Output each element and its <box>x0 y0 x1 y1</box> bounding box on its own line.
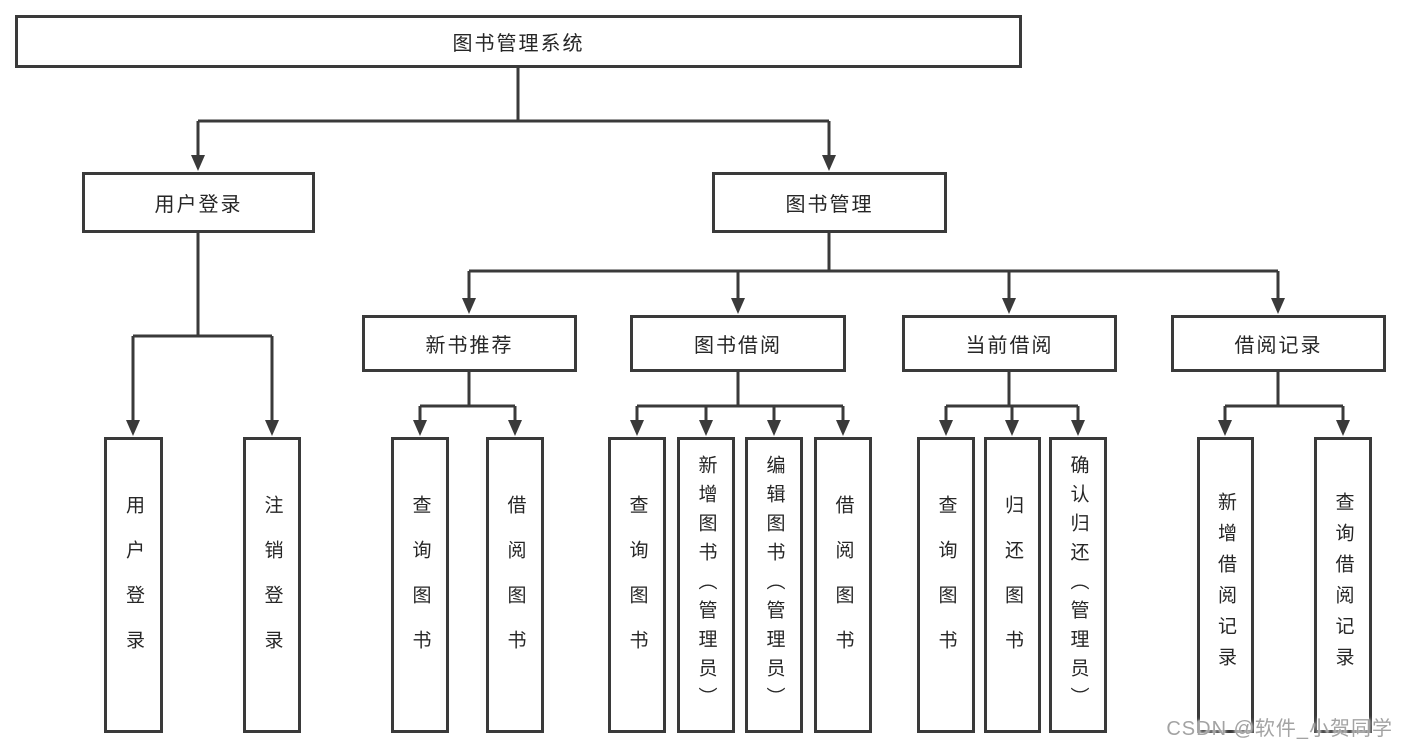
arrow-down-icon <box>413 420 427 436</box>
arrow-down-icon <box>1005 420 1019 436</box>
arrow-down-icon <box>939 420 953 436</box>
leaf-confirm-return-admin: 确认归还（管理员） <box>1049 437 1107 733</box>
arrow-down-icon <box>1071 420 1085 436</box>
arrow-down-icon <box>1336 420 1350 436</box>
leaf-query-books-recommend: 查询图书 <box>391 437 449 733</box>
node-book-borrowing: 图书借阅 <box>630 315 846 372</box>
arrow-down-icon <box>1271 298 1285 314</box>
arrowhead-icons <box>126 155 1350 436</box>
leaf-query-books-current: 查询图书 <box>917 437 975 733</box>
arrow-down-icon <box>1002 298 1016 314</box>
arrow-down-icon <box>767 420 781 436</box>
csdn-watermark: CSDN @软件_小贺同学 <box>1166 718 1393 740</box>
arrow-down-icon <box>836 420 850 436</box>
node-library-management-system: 图书管理系统 <box>15 15 1022 68</box>
leaf-borrow-books-borrowing: 借阅图书 <box>814 437 872 733</box>
arrow-down-icon <box>731 298 745 314</box>
arrow-down-icon <box>265 420 279 436</box>
arrow-down-icon <box>462 298 476 314</box>
leaf-return-books: 归还图书 <box>984 437 1041 733</box>
leaf-edit-book-admin: 编辑图书（管理员） <box>745 437 803 733</box>
arrow-down-icon <box>191 155 205 171</box>
leaf-query-borrow-record: 查询借阅记录 <box>1314 437 1372 733</box>
leaf-add-borrow-record: 新增借阅记录 <box>1197 437 1254 733</box>
node-borrowing-records: 借阅记录 <box>1171 315 1386 372</box>
arrow-down-icon <box>1218 420 1232 436</box>
leaf-borrow-books-recommend: 借阅图书 <box>486 437 544 733</box>
arrow-down-icon <box>699 420 713 436</box>
leaf-logout: 注销登录 <box>243 437 301 733</box>
leaf-query-books-borrowing: 查询图书 <box>608 437 666 733</box>
leaf-add-book-admin: 新增图书（管理员） <box>677 437 735 733</box>
node-new-book-recommend: 新书推荐 <box>362 315 577 372</box>
node-user-login: 用户登录 <box>82 172 315 233</box>
arrow-down-icon <box>126 420 140 436</box>
node-book-management: 图书管理 <box>712 172 947 233</box>
arrow-down-icon <box>508 420 522 436</box>
arrow-down-icon <box>630 420 644 436</box>
connector-lines <box>131 68 1345 421</box>
arrow-down-icon <box>822 155 836 171</box>
leaf-user-login: 用户登录 <box>104 437 163 733</box>
node-current-borrowing: 当前借阅 <box>902 315 1117 372</box>
